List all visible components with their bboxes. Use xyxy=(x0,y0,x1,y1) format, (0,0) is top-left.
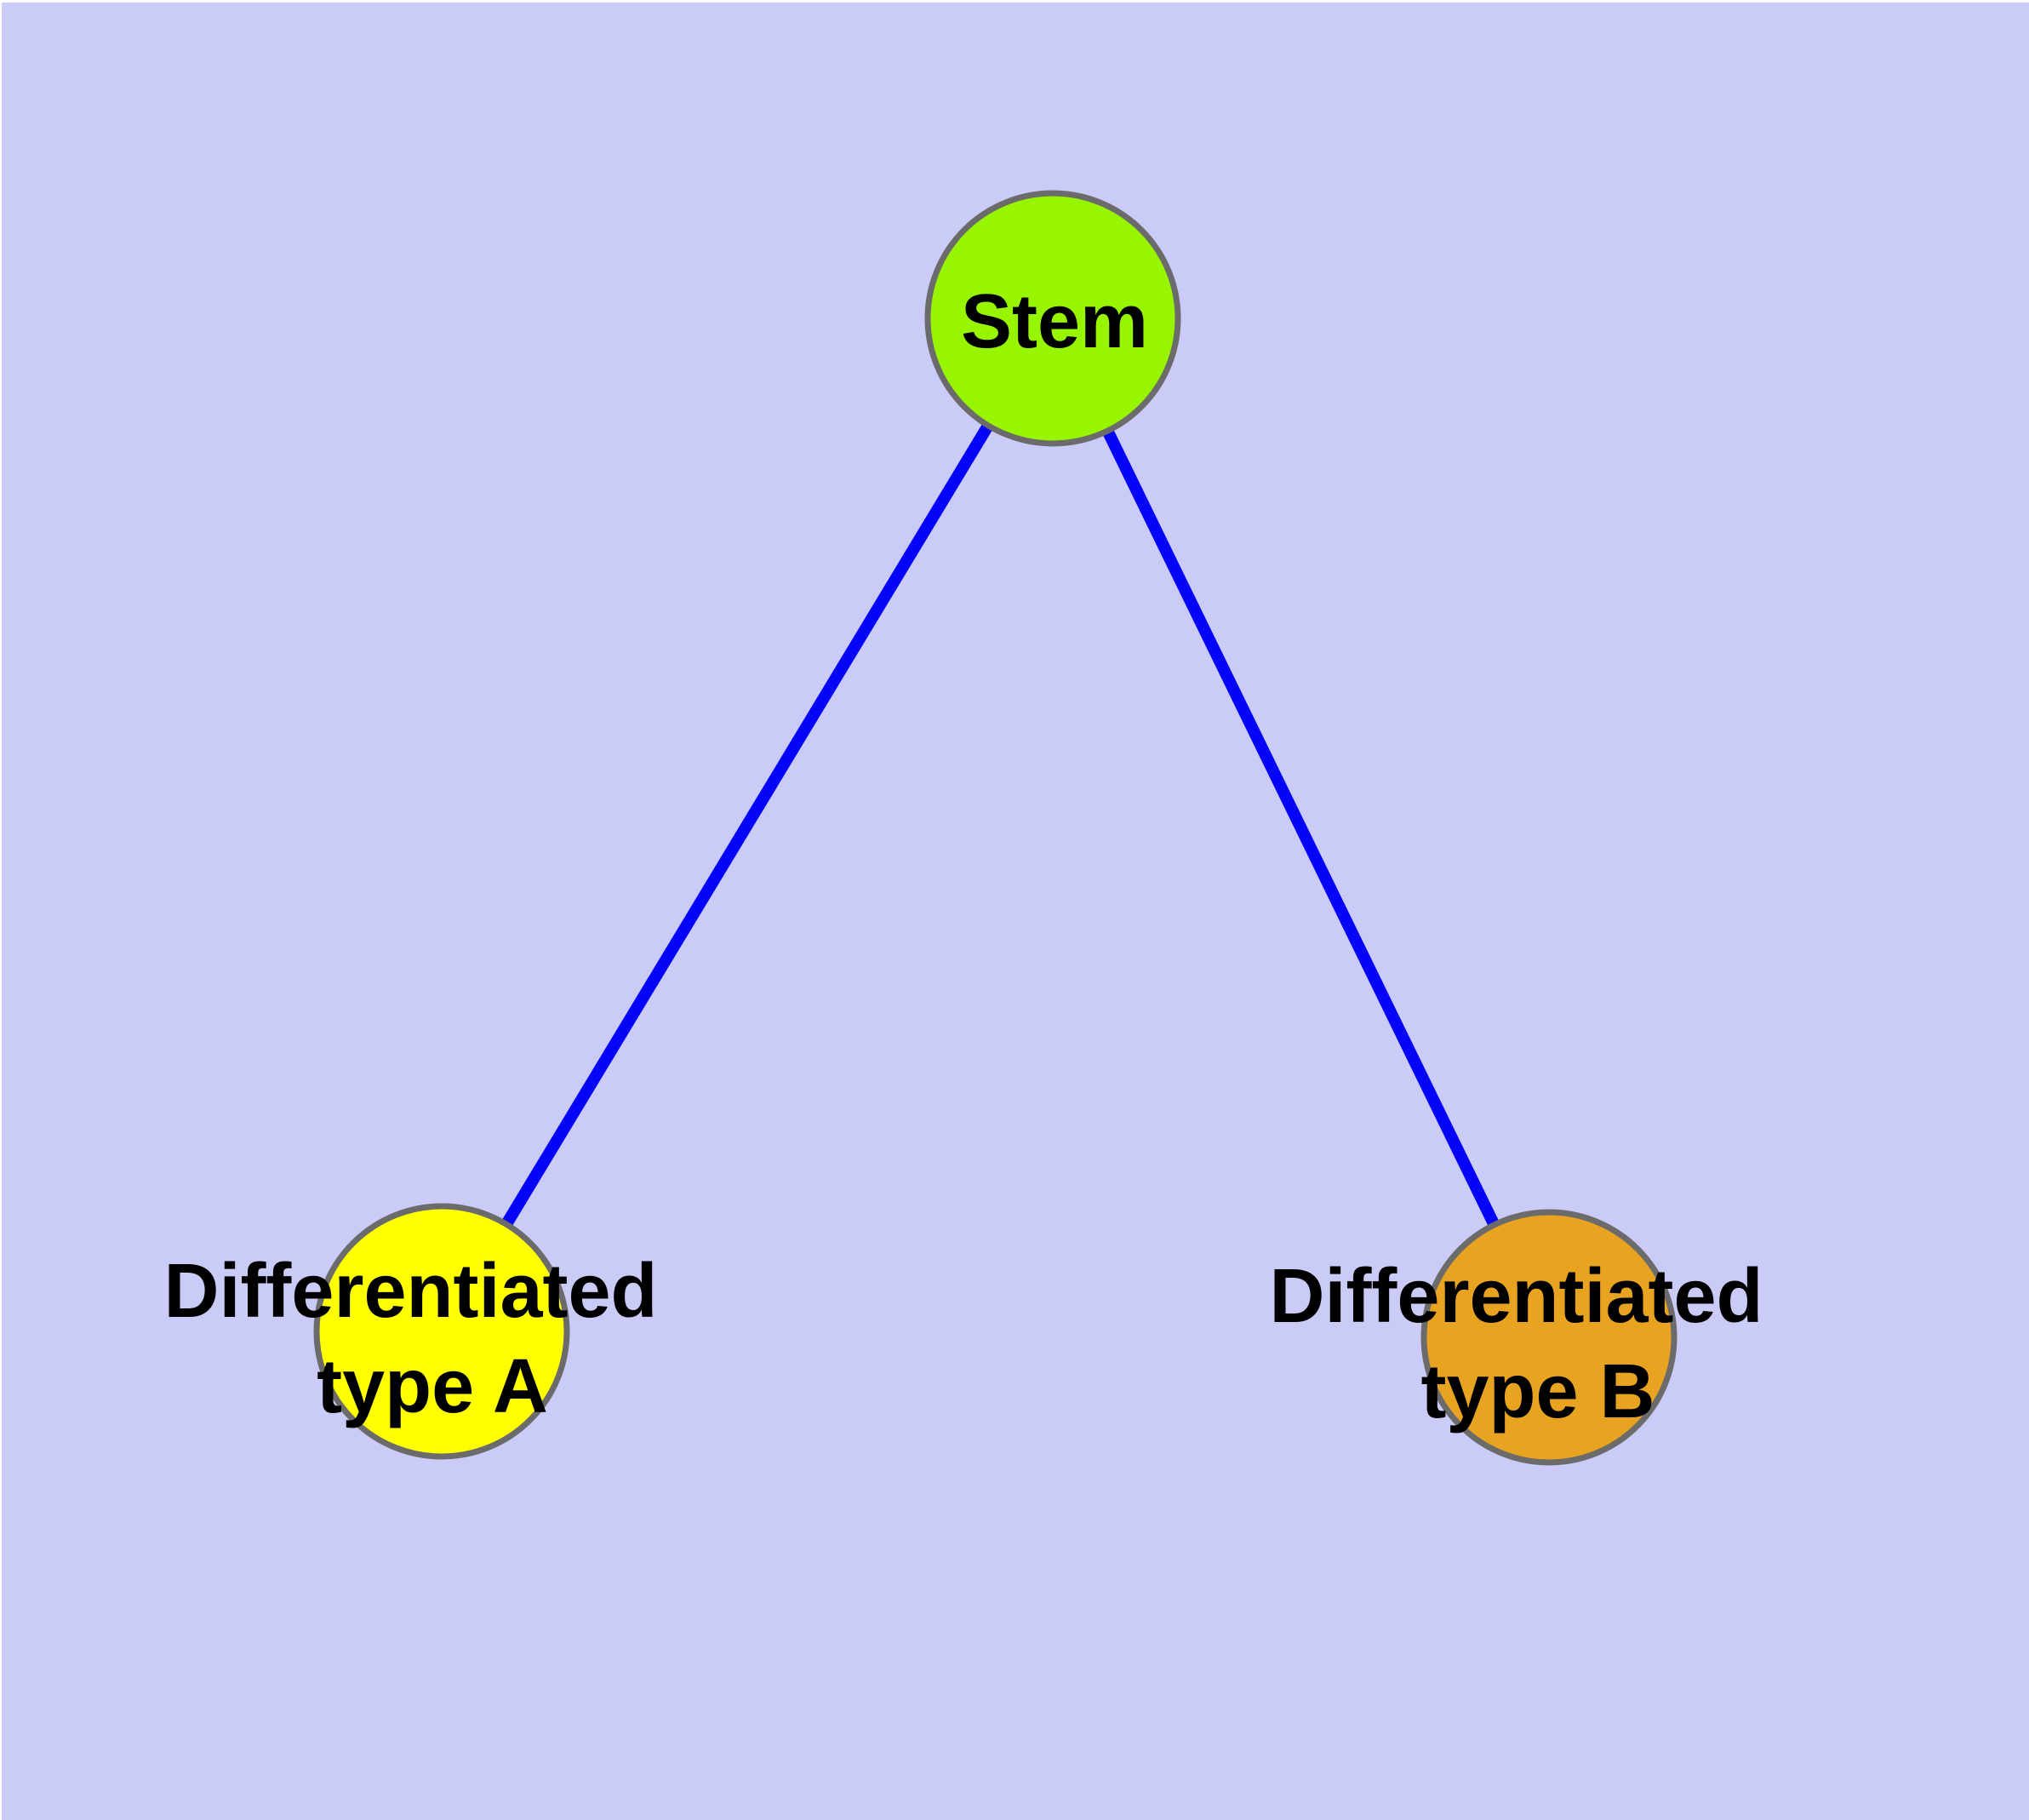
node-type-b-label: Differentiated type B xyxy=(1269,1254,1784,1434)
node-type-b-circle xyxy=(1420,1209,1677,1466)
edge-stem-to-type-a xyxy=(437,315,1058,1335)
node-type-a-label-line2: type A xyxy=(317,1344,548,1429)
node-type-b-label-line2: type B xyxy=(1420,1349,1655,1434)
node-stem-circle xyxy=(924,190,1181,447)
node-type-a-circle xyxy=(313,1203,570,1460)
node-type-b-label-line1: Differentiated xyxy=(1269,1254,1763,1339)
node-type-a-label: Differentiated type A xyxy=(163,1249,678,1429)
node-type-a-label-line1: Differentiated xyxy=(163,1249,657,1334)
edge-stem-to-type-b xyxy=(1047,315,1555,1341)
node-stem-label: Stem xyxy=(961,279,1148,364)
